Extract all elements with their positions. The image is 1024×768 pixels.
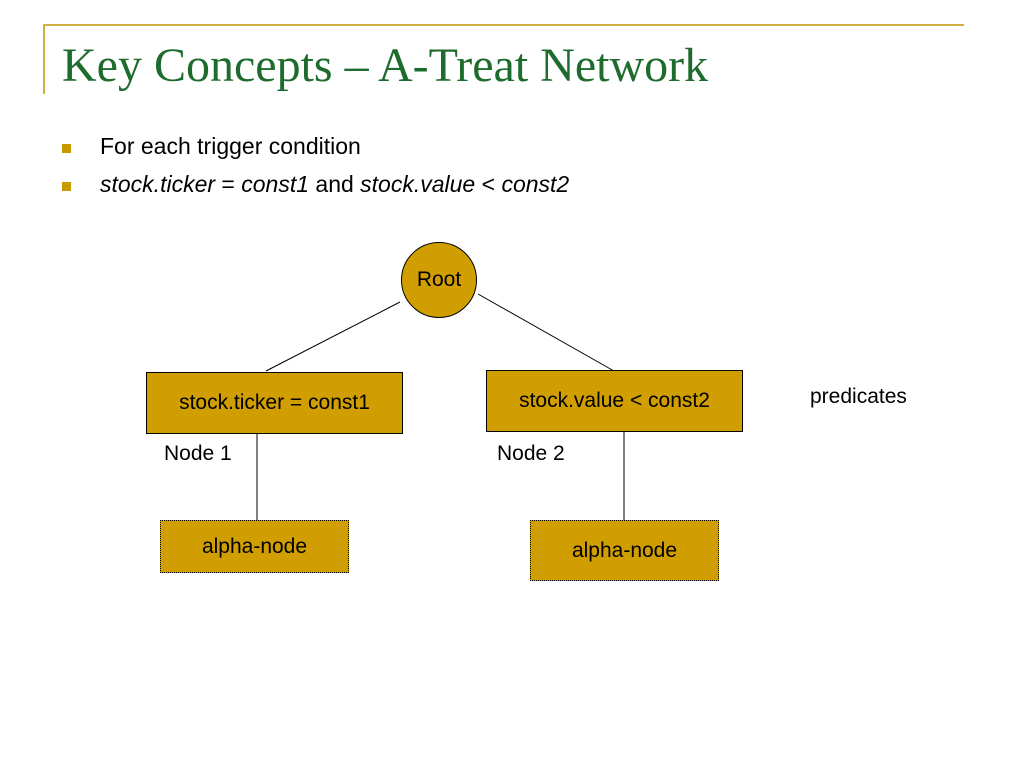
predicate-node-1: stock.ticker = const1	[146, 372, 403, 434]
root-node: Root	[401, 242, 477, 318]
slide-frame-left-rule	[43, 24, 45, 94]
bullet-list: For each trigger condition stock.ticker …	[62, 130, 569, 206]
condition-ticker-term: stock.ticker	[100, 171, 216, 197]
condition-const1: const1	[241, 171, 310, 197]
slide-frame-top-rule	[43, 24, 964, 26]
predicate-node-2: stock.value < const2	[486, 370, 743, 432]
alpha-node-2: alpha-node	[530, 520, 719, 581]
bullet-item-trigger: For each trigger condition	[62, 130, 569, 168]
node-2-label: Node 2	[497, 442, 565, 465]
condition-const2: const2	[501, 171, 570, 197]
condition-less-than: <	[475, 171, 502, 197]
condition-equals: =	[215, 171, 242, 197]
node-1-label: Node 1	[164, 442, 232, 465]
bullet-text: For each trigger condition	[100, 133, 361, 159]
bullet-item-condition: stock.ticker = const1 and stock.value < …	[62, 168, 569, 206]
alpha-node-1: alpha-node	[160, 520, 349, 573]
bullet-square-icon	[62, 144, 71, 153]
predicates-label: predicates	[810, 385, 907, 408]
condition-value-term: stock.value	[360, 171, 476, 197]
edge-root-node1	[265, 301, 401, 372]
slide-title: Key Concepts – A-Treat Network	[62, 39, 709, 92]
bullet-square-icon	[62, 182, 71, 191]
condition-and: and	[309, 171, 361, 197]
edge-root-node2	[477, 293, 615, 372]
